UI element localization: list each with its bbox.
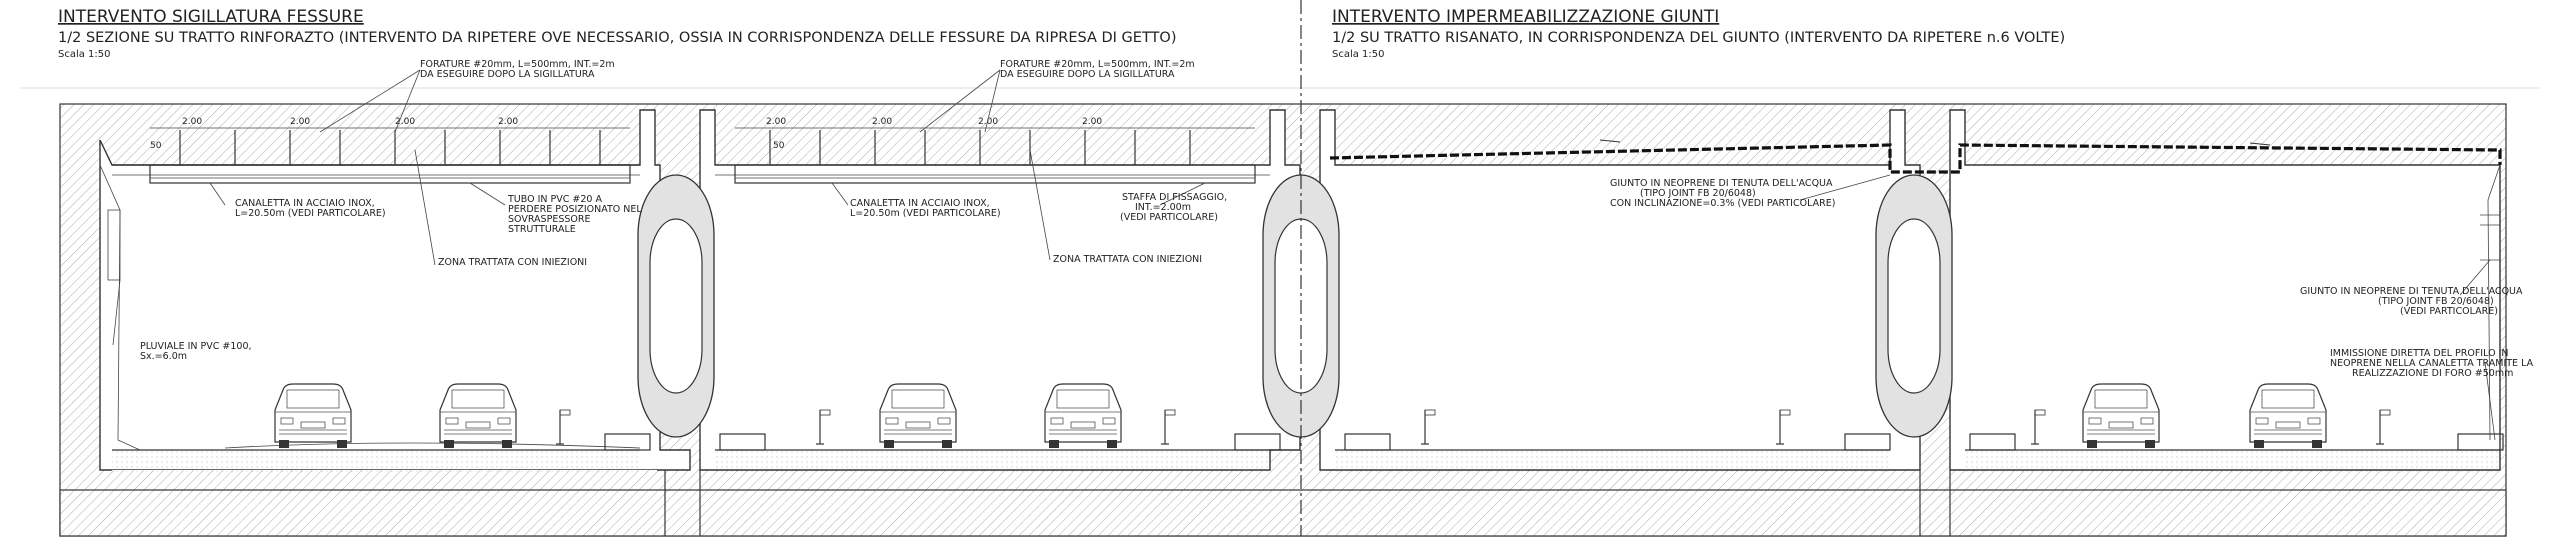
note-tubo-3: SOVRASPESSORE (508, 214, 590, 225)
leader-lines (112, 69, 2496, 441)
dim-label: 2.00 (498, 117, 518, 127)
note-forature-1: FORATURE #20mm, L=500mm, INT.=2m (420, 59, 615, 70)
dim-label-50: 50 (150, 141, 162, 151)
left-scale: Scala 1:50 (58, 49, 111, 60)
note-canaletta-1b: CANALETTA IN ACCIAIO INOX, (850, 198, 990, 209)
note-canaletta-2b: L=20.50m (VEDI PARTICOLARE) (850, 208, 1001, 219)
dim-label: 2.00 (766, 117, 786, 127)
dim-label: 2.00 (182, 117, 202, 127)
left-subtitle: 1/2 SEZIONE SU TRATTO RINFORAZTO (INTERV… (58, 30, 1176, 46)
note-staffa-1: STAFFA DI FISSAGGIO, (1122, 192, 1227, 203)
note-zona: ZONA TRATTATA CON INIEZIONI (438, 257, 587, 268)
canaletta-lines (149, 164, 1256, 184)
note-giunto-b-2: (TIPO JOINT FB 20/6048) (2378, 296, 2494, 307)
note-giunto-b-1: GIUNTO IN NEOPRENE DI TENUTA DELL'ACQUA (2300, 286, 2523, 297)
dim-label: 2.00 (395, 117, 415, 127)
note-giunto-a-3: CON INCLINAZIONE=0.3% (VEDI PARTICOLARE) (1610, 198, 1835, 209)
right-annotations: GIUNTO IN NEOPRENE DI TENUTA DELL'ACQUA … (1610, 178, 2534, 379)
right-title: INTERVENTO IMPERMEABILIZZAZIONE GIUNTI (1332, 7, 1719, 27)
note-giunto-a-2: (TIPO JOINT FB 20/6048) (1640, 188, 1756, 199)
left-title: INTERVENTO SIGILLATURA FESSURE (58, 7, 364, 27)
note-forature-2b: DA ESEGUIRE DOPO LA SIGILLATURA (1000, 69, 1175, 80)
note-tubo-1: TUBO IN PVC #20 A (507, 194, 602, 205)
note-canaletta-1: CANALETTA IN ACCIAIO INOX, (235, 198, 375, 209)
note-forature-1b: FORATURE #20mm, L=500mm, INT.=2m (1000, 59, 1195, 70)
note-staffa-3: (VEDI PARTICOLARE) (1120, 212, 1218, 223)
dim-label: 2.00 (978, 117, 998, 127)
note-immissione-1: IMMISSIONE DIRETTA DEL PROFILO IN (2330, 348, 2508, 359)
note-pluviale-1: PLUVIALE IN PVC #100, (140, 341, 252, 352)
note-immissione-3: REALIZZAZIONE DI FORO #50mm (2352, 368, 2513, 379)
left-annotations: FORATURE #20mm, L=500mm, INT.=2m DA ESEG… (140, 59, 1227, 362)
note-tubo-2: PERDERE POSIZIONATO NEL (508, 204, 642, 215)
note-tubo-4: STRUTTURALE (508, 224, 576, 235)
dimension-labels: 2.00 2.00 2.00 2.00 2.00 2.00 2.00 2.00 … (150, 117, 1102, 151)
note-giunto-a-1: GIUNTO IN NEOPRENE DI TENUTA DELL'ACQUA (1610, 178, 1833, 189)
right-scale: Scala 1:50 (1332, 49, 1385, 60)
dim-label: 2.00 (872, 117, 892, 127)
waterproofing-line (1329, 139, 2502, 174)
dim-label: 2.00 (1082, 117, 1102, 127)
dim-label: 2.00 (290, 117, 310, 127)
note-staffa-2: INT.=2.00m (1135, 202, 1191, 213)
note-canaletta-2: L=20.50m (VEDI PARTICOLARE) (235, 208, 386, 219)
dim-label-50: 50 (773, 141, 785, 151)
note-immissione-2: NEOPRENE NELLA CANALETTA TRAMITE LA (2330, 358, 2534, 369)
note-zona-b: ZONA TRATTATA CON INIEZIONI (1053, 254, 1202, 265)
note-giunto-b-3: (VEDI PARTICOLARE) (2400, 306, 2498, 317)
right-subtitle: 1/2 SU TRATTO RISANATO, IN CORRISPONDENZ… (1332, 30, 2065, 46)
note-pluviale-2: Sx.=6.0m (140, 351, 187, 362)
forature-marks (150, 127, 1255, 165)
note-forature-2: DA ESEGUIRE DOPO LA SIGILLATURA (420, 69, 595, 80)
